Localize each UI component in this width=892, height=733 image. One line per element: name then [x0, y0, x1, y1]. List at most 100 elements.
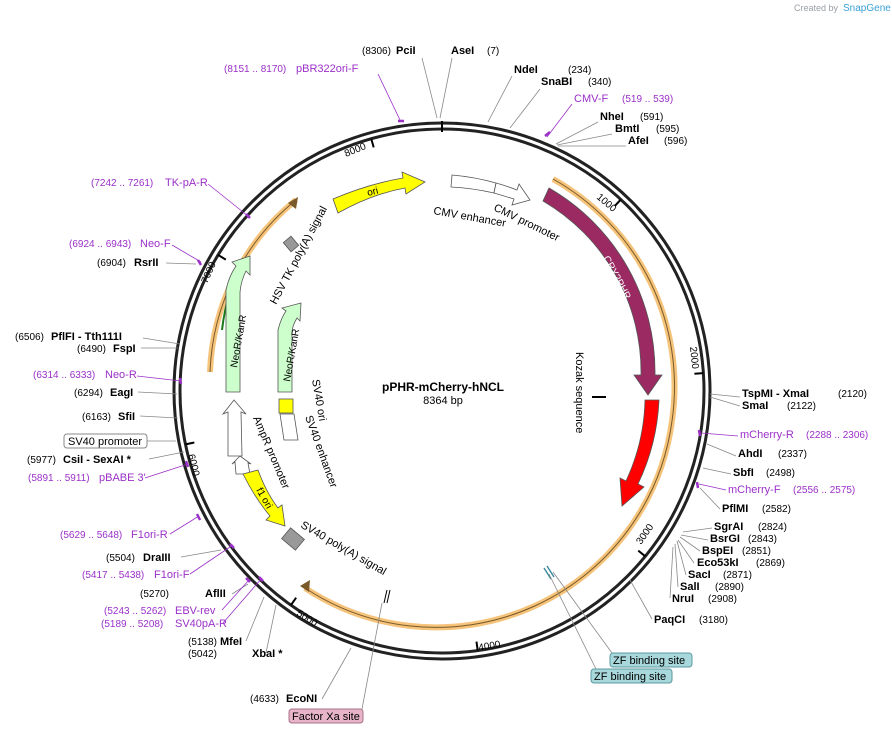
- box-factor-xa[interactable]: [288, 708, 364, 724]
- primer-ebv-rev-name[interactable]: EBV-rev: [175, 605, 216, 617]
- enzyme-pflmi-name[interactable]: PflMI: [722, 503, 748, 515]
- primer-f1ori-f-position: (5417 .. 5438): [82, 570, 144, 581]
- primer-pbabe3-name[interactable]: pBABE 3': [99, 472, 146, 484]
- enzyme-snabi-position: (340): [588, 77, 611, 88]
- tick-label: 3000: [634, 522, 656, 547]
- enzyme-asei-name[interactable]: AseI: [451, 45, 474, 57]
- feature-f1-ori[interactable]: [242, 469, 286, 527]
- feature-sv40-ori[interactable]: [278, 398, 294, 414]
- enzyme-aflii-name[interactable]: AflII: [205, 588, 226, 600]
- feature-cmv-enhancer[interactable]: [450, 174, 497, 194]
- enzyme-pcii-name[interactable]: PciI: [396, 45, 416, 57]
- enzyme-smai-name[interactable]: SmaI: [742, 400, 768, 412]
- enzyme-pflfi-position: (6506): [15, 332, 44, 343]
- box-sv40-promoter-label: SV40 promoter: [68, 436, 142, 448]
- feature-sv40-enhancer-shape[interactable]: [279, 413, 299, 441]
- enzyme-pcii-position: (8306): [362, 46, 391, 57]
- enzyme-nrui-name[interactable]: NruI: [672, 593, 694, 605]
- enzyme-smai-position: (2122): [787, 401, 816, 412]
- primer-cmv-f-name[interactable]: CMV-F: [574, 93, 609, 105]
- enzyme-lead-eagi: [137, 391, 178, 395]
- enzyme-sfii-name[interactable]: SfiI: [118, 411, 135, 423]
- feature-sv40-polya-label: SV40 poly(A) signal: [299, 519, 389, 578]
- feature-cmv-promoter[interactable]: [493, 182, 531, 206]
- feature-sv40-polya[interactable]: [281, 527, 305, 551]
- enzyme-sbfi-name[interactable]: SbfI: [733, 467, 754, 479]
- feature-neokanr-outer[interactable]: [225, 255, 251, 393]
- enzyme-ahdi-name[interactable]: AhdI: [738, 448, 762, 460]
- enzyme-sites: AseI(7)PciI(8306)NdeI(234)SnaBI(340)NheI…: [15, 45, 867, 705]
- enzyme-ndei-position: (234): [568, 65, 591, 76]
- enzyme-mfei-name[interactable]: MfeI: [220, 636, 242, 648]
- enzyme-eagi-position: (6294): [74, 388, 103, 399]
- enzyme-lead-pflmi: [699, 487, 721, 510]
- feature-ampr-promoter-upper[interactable]: [221, 399, 247, 457]
- enzyme-econi-name[interactable]: EcoNI: [286, 693, 317, 705]
- enzyme-bsrgi-name[interactable]: BsrGI: [710, 533, 740, 545]
- enzyme-rsrii-name[interactable]: RsrII: [134, 257, 158, 269]
- enzyme-eagi-name[interactable]: EagI: [110, 387, 133, 399]
- tick-mark: [613, 198, 622, 207]
- primer-mcherry-f-name[interactable]: mCherry-F: [728, 484, 781, 496]
- primer-f1ori-r-name[interactable]: F1ori-R: [131, 529, 168, 541]
- tick-label: 8000: [343, 141, 368, 160]
- primer-neo-f-position: (6924 .. 6943): [69, 239, 131, 250]
- enzyme-mfei-position: (5138): [188, 637, 217, 648]
- enzyme-nhei-name[interactable]: NheI: [600, 111, 624, 123]
- enzyme-lead-sgrai: [682, 527, 713, 533]
- enzyme-afei-name[interactable]: AfeI: [628, 135, 649, 147]
- enzyme-tspmi-position: (2120): [838, 389, 867, 400]
- enzyme-sgrai-name[interactable]: SgrAI: [714, 521, 743, 533]
- enzyme-paqci-position: (3180): [699, 615, 728, 626]
- enzyme-saci-name[interactable]: SacI: [688, 569, 711, 581]
- feature-ori[interactable]: [332, 171, 426, 214]
- feature-cry2phr[interactable]: [542, 187, 663, 396]
- enzyme-sali-name[interactable]: SalI: [680, 581, 700, 593]
- primer-neo-r-name[interactable]: Neo-R: [105, 369, 137, 381]
- enzyme-sali-position: (2890): [715, 582, 744, 593]
- primer-mark-mcherry-r: [697, 429, 702, 437]
- enzyme-eco53ki-position: (2869): [756, 558, 785, 569]
- primer-sv40pa-r-name[interactable]: SV40pA-R: [175, 618, 227, 630]
- feature-hsv-tk-polya[interactable]: [282, 235, 300, 253]
- enzyme-econi-position: (4633): [250, 694, 279, 705]
- enzyme-bmti-name[interactable]: BmtI: [615, 123, 639, 135]
- feature-ampr-promoter-lower[interactable]: [231, 455, 252, 475]
- primer-tk-pa-r-name[interactable]: TK-pA-R: [165, 177, 208, 189]
- primer-mark-tk-pa-r: [245, 213, 251, 219]
- primer-pbr322ori-f-name[interactable]: pBR322ori-F: [296, 63, 359, 75]
- enzyme-csii-name[interactable]: CsiI - SexAI *: [63, 454, 132, 466]
- plasmid-size: 8364 bp: [423, 395, 463, 407]
- feature-neokanr-inner[interactable]: [277, 302, 302, 393]
- primer-lead-mcherry-r: [700, 432, 739, 437]
- primer-mark-f1ori-f: [229, 543, 235, 549]
- primer-f1ori-f-name[interactable]: F1ori-F: [154, 569, 190, 581]
- enzyme-draiii-position: (5504): [106, 553, 135, 564]
- box-zf-binding-site-1[interactable]: [609, 652, 693, 668]
- enzyme-lead-aflii: [231, 583, 249, 595]
- primer-sites: pBR322ori-F(8151 .. 8170)CMV-F(519 .. 53…: [28, 63, 868, 630]
- enzyme-paqci-name[interactable]: PaqCI: [654, 614, 685, 626]
- enzyme-lead-asei: [439, 57, 453, 119]
- enzyme-draiii-name[interactable]: DraIII: [143, 552, 171, 564]
- primer-mcherry-r-name[interactable]: mCherry-R: [740, 429, 794, 441]
- enzyme-bspei-name[interactable]: BspEI: [702, 545, 733, 557]
- feature-mcherry[interactable]: [619, 399, 660, 507]
- enzyme-ahdi-position: (2337): [778, 449, 807, 460]
- enzyme-snabi-name[interactable]: SnaBI: [541, 76, 572, 88]
- enzyme-eco53ki-name[interactable]: Eco53kI: [697, 557, 739, 569]
- enzyme-lead-bspei: [679, 536, 701, 552]
- lead-factor-xa: [361, 602, 383, 710]
- enzyme-fspi-name[interactable]: FspI: [113, 343, 136, 355]
- tick-label: 7000: [200, 260, 219, 285]
- box-zf-binding-site-1-label: ZF binding site: [613, 655, 685, 667]
- enzyme-ndei-name[interactable]: NdeI: [514, 64, 538, 76]
- primer-neo-f-name[interactable]: Neo-F: [140, 238, 171, 250]
- orf-outline-left-arrowhead: [288, 197, 298, 209]
- enzyme-lead-snabi: [509, 88, 541, 129]
- enzyme-tspmi-name[interactable]: TspMI - XmaI: [742, 388, 809, 400]
- box-zf-binding-site-2[interactable]: [590, 668, 673, 684]
- enzyme-xbai-name[interactable]: XbaI *: [252, 648, 283, 660]
- enzyme-pflfi-name[interactable]: PflFI - Tth111I: [51, 331, 122, 343]
